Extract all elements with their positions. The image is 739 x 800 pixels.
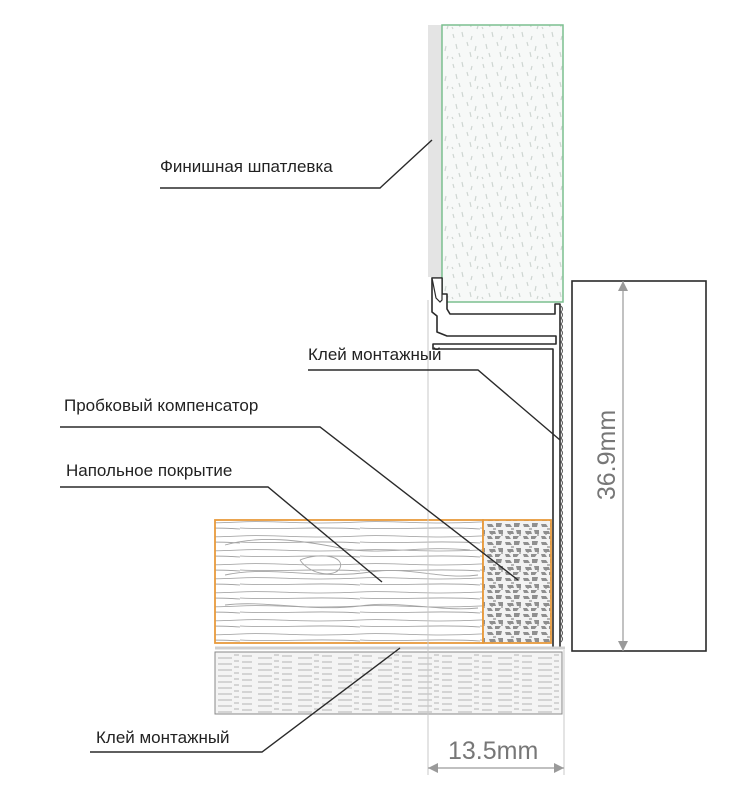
leader-adhesive-bottom — [90, 647, 401, 753]
baseboard-box — [571, 280, 707, 652]
floor-covering — [214, 519, 484, 644]
label-floor-covering: Напольное покрытие — [66, 461, 233, 480]
height-arrow-bottom — [618, 641, 628, 651]
dimension-width-label: 13.5mm — [448, 737, 539, 765]
leader-cork — [60, 426, 519, 581]
leader-floor — [60, 486, 383, 583]
width-arrow-left — [428, 763, 438, 773]
label-finish-putty: Финишная шпатлевка — [160, 157, 333, 176]
dimension-height-label: 36.9mm — [593, 409, 621, 501]
leader-finish-putty — [160, 139, 433, 189]
label-adhesive-top: Клей монтажный — [308, 345, 442, 364]
label-cork-compensator: Пробковый компенсатор — [64, 396, 259, 415]
putty-layer — [428, 25, 442, 277]
profile-top-lip — [431, 277, 443, 303]
leader-adhesive-top — [308, 369, 561, 441]
wall-panel — [441, 24, 564, 303]
height-arrow-top — [618, 281, 628, 291]
screed-layer — [214, 651, 563, 715]
label-adhesive-bottom: Клей монтажный — [96, 728, 230, 747]
cork-compensator — [482, 519, 552, 644]
width-arrow-right — [554, 763, 564, 773]
adhesive-bead — [560, 305, 563, 643]
